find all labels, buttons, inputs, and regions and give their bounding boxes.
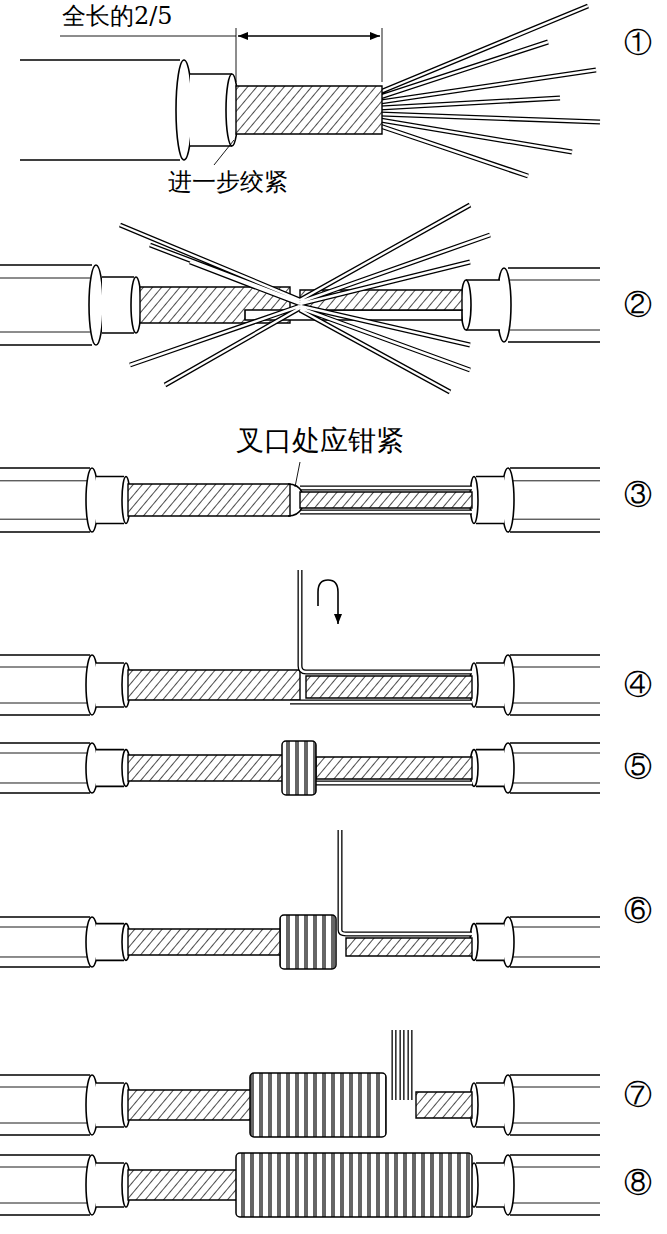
- callout-number: ③: [624, 478, 652, 512]
- callout-number: ⑧: [624, 1166, 652, 1200]
- winding-arrow: [318, 580, 338, 624]
- crossed-conductors: [0, 205, 600, 392]
- dimension-label: 全长的2/5: [62, 2, 173, 31]
- callout-number: ②: [624, 288, 652, 322]
- leader-line: [214, 140, 234, 165]
- note-label: 叉口处应钳紧: [236, 424, 404, 458]
- note-label: 进一步绞紧: [168, 168, 288, 197]
- finished-joint: [0, 1153, 600, 1217]
- third-strand-bent: [0, 1030, 600, 1137]
- callout-number: ①: [624, 26, 652, 60]
- dimension-line: [60, 28, 382, 82]
- leader-line: [295, 462, 300, 487]
- callout-number: ⑦: [624, 1078, 652, 1112]
- callout-number: ⑤: [624, 750, 652, 784]
- callout-number: ④: [624, 668, 652, 702]
- first-strand-wound: [0, 741, 600, 795]
- joined-conductors: [0, 468, 600, 532]
- stripped-conductor: [20, 6, 600, 176]
- first-strand-bent: [0, 570, 600, 715]
- second-strand-bent: [0, 830, 600, 969]
- callout-number: ⑥: [624, 894, 652, 928]
